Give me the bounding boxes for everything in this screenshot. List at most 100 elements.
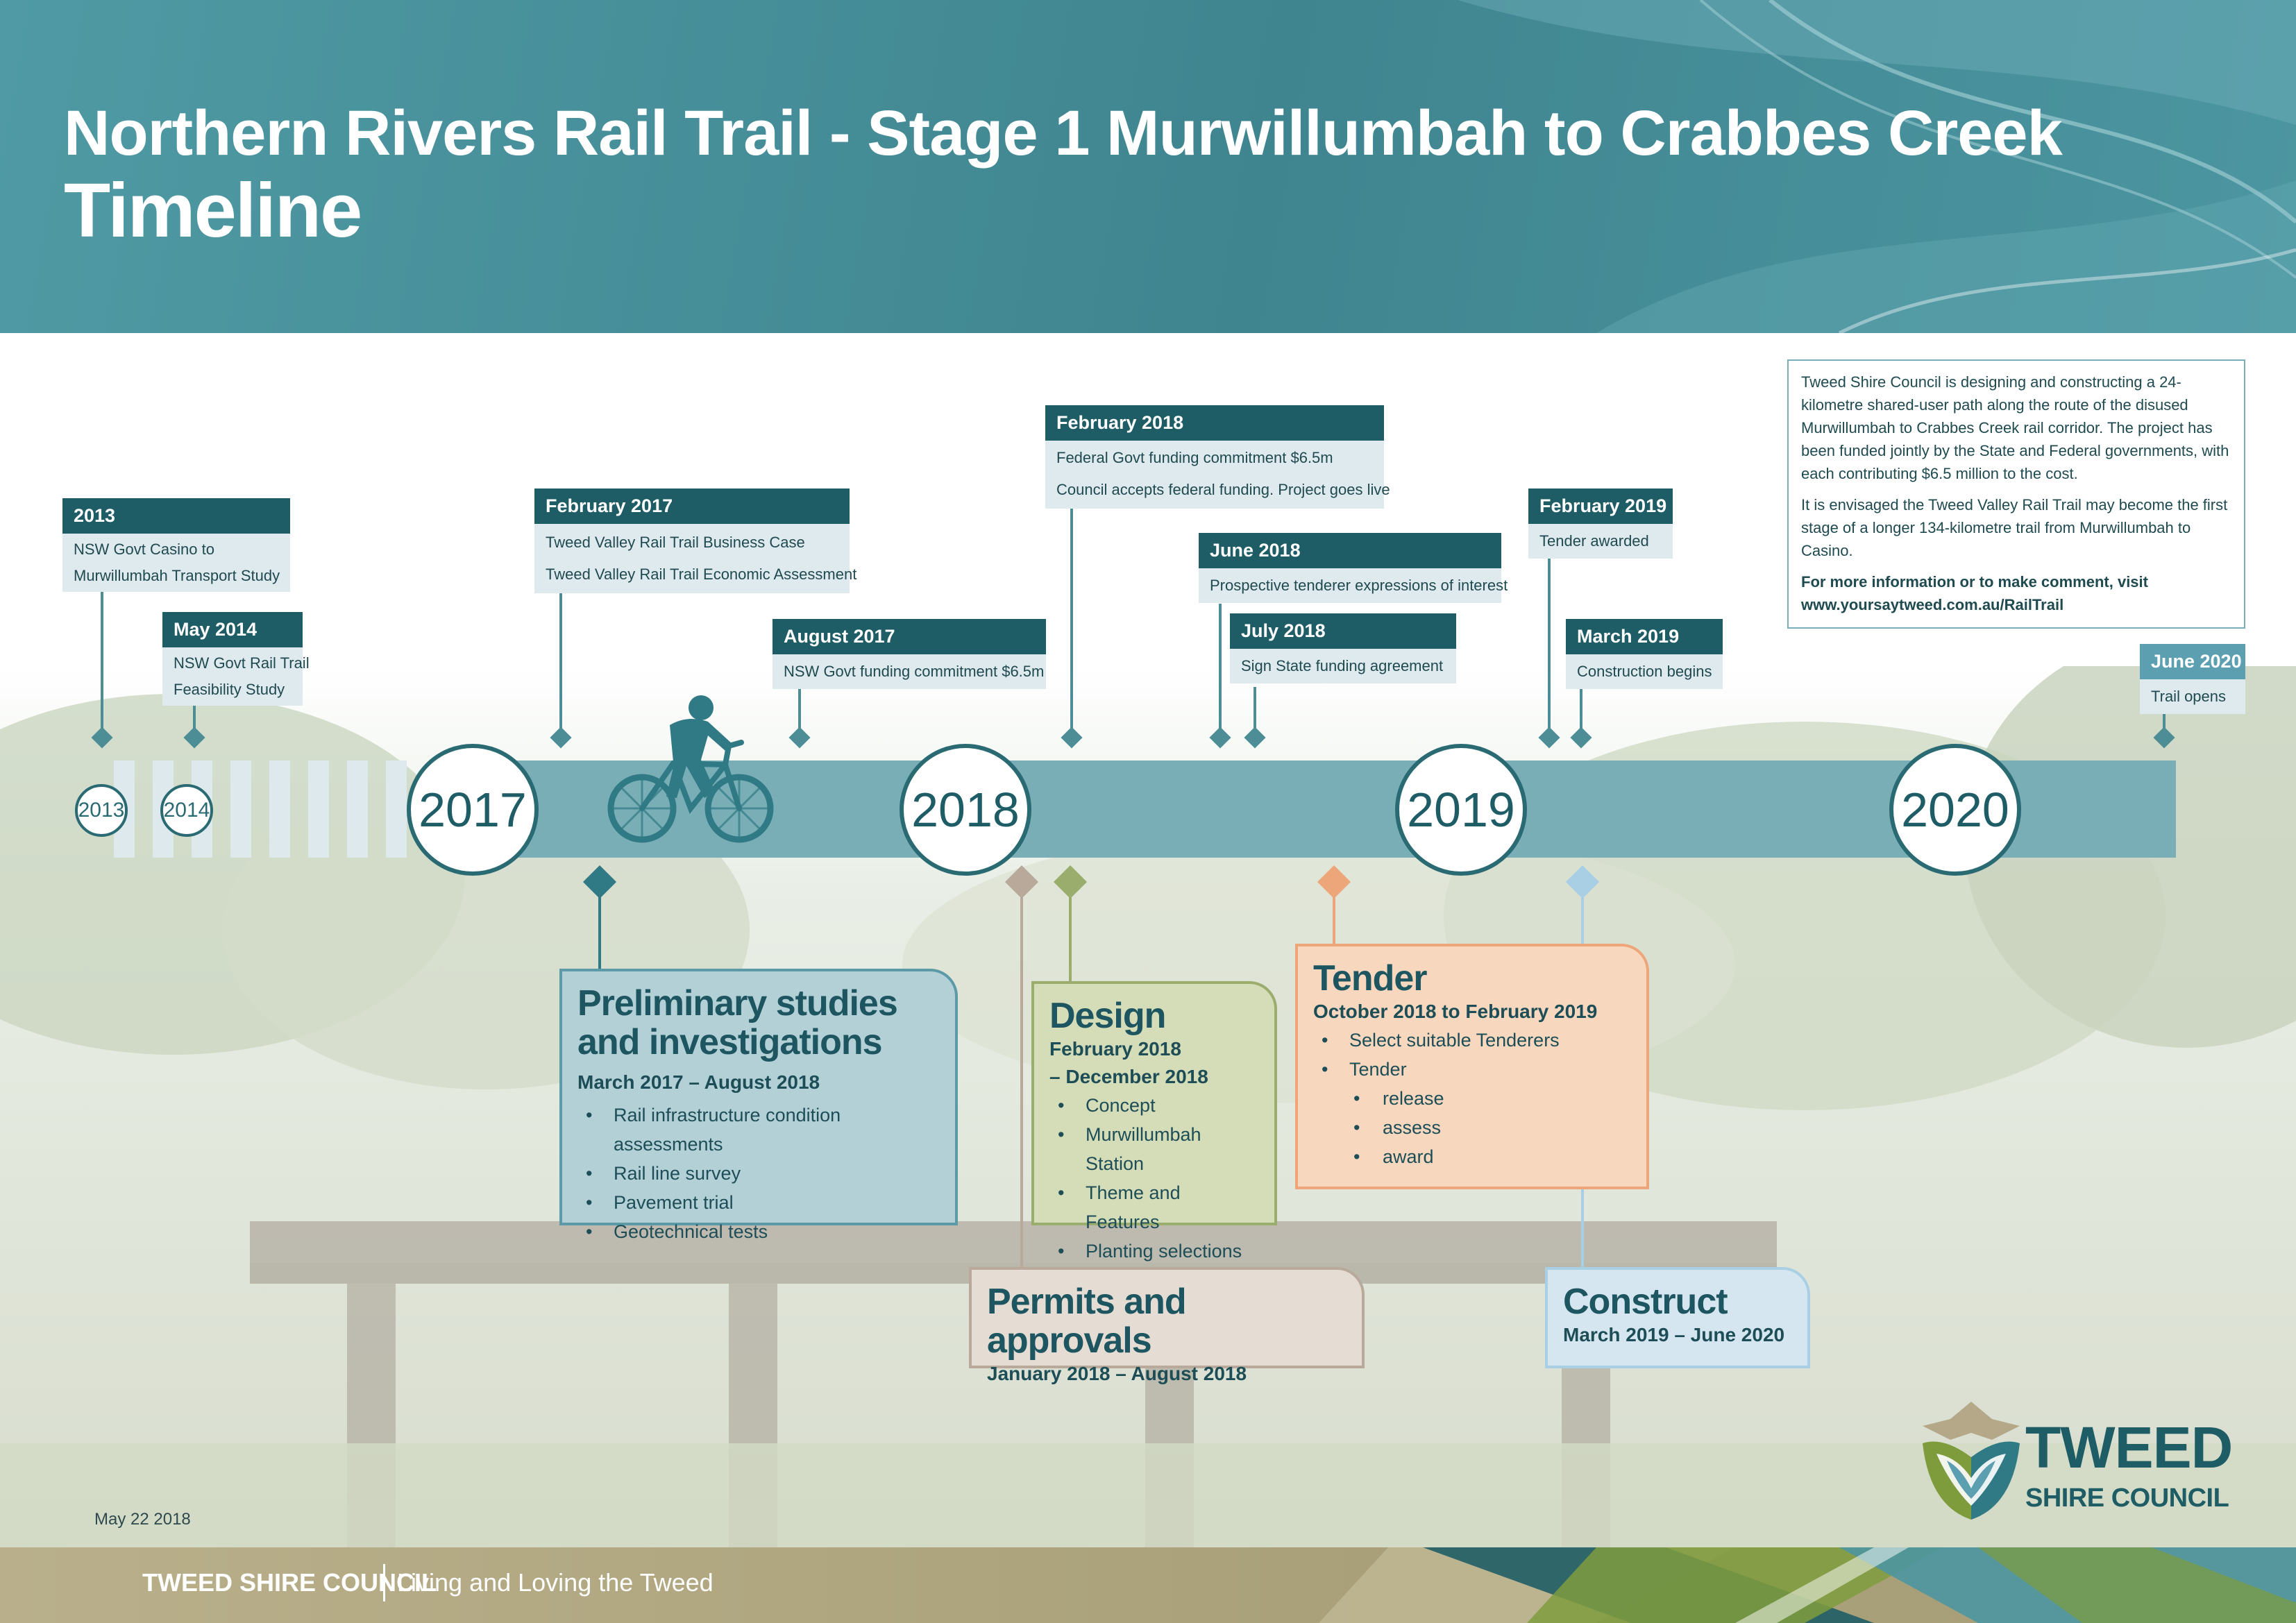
phase-permits-approvals: Permits and approvals January 2018 – Aug…: [969, 1267, 1365, 1384]
list-item: Select suitable Tenderers: [1313, 1026, 1631, 1055]
phase-date-range: March 2019 – June 2020: [1563, 1324, 1785, 1345]
year-circle-2018: 2018: [900, 744, 1031, 876]
event-text: NSW Govt Rail Trail: [162, 647, 310, 679]
event-jun-2020: June 2020 Trail opens: [2140, 644, 2245, 714]
header-banner: Northern Rivers Rail Trail - Stage 1 Mur…: [0, 0, 2296, 333]
phase-title: and investigations: [577, 1022, 883, 1062]
event-date: May 2014: [162, 612, 303, 647]
event-jul-2018: July 2018 Sign State funding agreement: [1230, 613, 1456, 683]
phase-tender: Tender October 2018 to February 2019 Sel…: [1295, 944, 1649, 1189]
phase-task-list: Concept Murwillumbah Station Theme and F…: [1049, 1091, 1259, 1266]
phase-title: Tender: [1313, 958, 1428, 999]
event-stem-feb-2017: [559, 590, 562, 736]
event-date: February 2017: [534, 488, 850, 524]
year-circle-2020: 2020: [1889, 744, 2021, 876]
publish-date: May 22 2018: [94, 1510, 191, 1529]
footer-separator: [383, 1564, 385, 1601]
list-subitem: assess: [1313, 1113, 1631, 1142]
phase-stem-prelim: [598, 891, 601, 969]
phase-title: Permits and approvals: [987, 1282, 1187, 1361]
footer-tagline: Living and Loving the Tweed: [397, 1568, 714, 1597]
event-jun-2018: June 2018 Prospective tenderer expressio…: [1199, 533, 1508, 603]
phase-title: Construct: [1563, 1282, 1728, 1322]
project-info-box: Tweed Shire Council is designing and con…: [1787, 359, 2245, 629]
phase-stem-tender: [1333, 891, 1335, 944]
event-text: Prospective tenderer expressions of inte…: [1199, 568, 1508, 603]
event-stem-aug-2017: [798, 687, 801, 736]
year-circle-2017: 2017: [407, 744, 539, 876]
phase-preliminary-studies: Preliminary studies and investigations M…: [559, 969, 958, 1246]
phase-date-range: February 2018: [1049, 1038, 1181, 1060]
event-text: NSW Govt funding commitment $6.5m: [773, 654, 1046, 689]
phase-task-list: Rail infrastructure condition assessment…: [577, 1101, 940, 1246]
event-date: June 2018: [1199, 533, 1501, 568]
list-item: Geotechnical tests: [577, 1217, 940, 1246]
event-stem-jun-2020: [2163, 708, 2166, 736]
timeline-stripe: [386, 760, 407, 858]
footer-decoration: [1319, 1547, 2296, 1623]
phase-stem-permits: [1020, 891, 1023, 1270]
event-text: Sign State funding agreement: [1230, 649, 1456, 683]
list-item: Murwillumbah Station: [1049, 1120, 1259, 1178]
event-text: Trail opens: [2140, 679, 2245, 714]
phase-date-range: October 2018 to February 2019: [1313, 1001, 1598, 1022]
list-item: Rail infrastructure condition assessment…: [577, 1101, 940, 1159]
year-circle-2019: 2019: [1395, 744, 1527, 876]
info-paragraph-1: Tweed Shire Council is designing and con…: [1801, 373, 2229, 482]
cyclist-icon: [607, 695, 774, 843]
event-text: Federal Govt funding commitment $6.5m: [1045, 441, 1384, 477]
event-text: Tweed Valley Rail Trail Business Case: [534, 524, 850, 561]
event-date: August 2017: [773, 619, 1046, 654]
event-feb-2018: February 2018 Federal Govt funding commi…: [1045, 405, 1390, 509]
event-text: Tweed Valley Rail Trail Economic Assessm…: [534, 561, 856, 593]
event-date: 2013: [62, 498, 290, 534]
event-mar-2019: March 2019 Construction begins: [1566, 619, 1723, 689]
event-stem-2014: [193, 694, 196, 736]
logo-subtext: SHIRE COUNCIL: [2025, 1484, 2229, 1513]
event-stem-jul-2018: [1253, 687, 1256, 736]
footer-bar: TWEED SHIRE COUNCIL Living and Loving th…: [0, 1547, 2296, 1623]
logo-wordmark: TWEED: [2025, 1415, 2233, 1480]
event-date: March 2019: [1566, 619, 1723, 654]
phase-construct: Construct March 2019 – June 2020: [1545, 1267, 1810, 1368]
info-paragraph-2: It is envisaged the Tweed Valley Rail Tr…: [1801, 496, 2228, 559]
event-stem-feb-2018: [1070, 507, 1073, 736]
timeline-stripe: [230, 760, 251, 858]
phase-date-range: January 2018 – August 2018: [987, 1363, 1247, 1384]
event-stem-jun-2018: [1219, 604, 1222, 736]
phase-date-range: – December 2018: [1049, 1066, 1208, 1087]
list-item: Tender: [1313, 1055, 1631, 1084]
page-subtitle: Timeline: [64, 168, 362, 253]
info-paragraph-3: For more information or to make comment,…: [1801, 573, 2148, 613]
list-item: Rail line survey: [577, 1159, 940, 1188]
timeline-stripe: [308, 760, 329, 858]
list-subitem: award: [1313, 1142, 1631, 1171]
event-date: July 2018: [1230, 613, 1456, 649]
timeline-stripe: [347, 760, 368, 858]
event-text: Feasibility Study: [162, 679, 303, 706]
phase-stem-design: [1069, 891, 1072, 981]
event-aug-2017: August 2017 NSW Govt funding commitment …: [773, 619, 1046, 689]
event-feb-2019: February 2019 Tender awarded: [1528, 488, 1673, 559]
event-text: Murwillumbah Transport Study: [62, 566, 290, 592]
tweed-logo-icon: [1923, 1402, 2020, 1520]
phase-title: Preliminary studies: [577, 983, 898, 1023]
list-item: Planting selections: [1049, 1237, 1259, 1266]
event-date: February 2019: [1528, 488, 1673, 524]
phase-design: Design February 2018 – December 2018 Con…: [1031, 981, 1277, 1266]
event-date: June 2020: [2140, 644, 2245, 679]
event-stem-mar-2019: [1580, 687, 1582, 736]
year-circle-2014: 2014: [160, 784, 213, 837]
event-date: February 2018: [1045, 405, 1384, 441]
event-stem-feb-2019: [1548, 555, 1551, 736]
event-text: Tender awarded: [1528, 524, 1673, 559]
event-text: NSW Govt Casino to: [62, 534, 290, 566]
list-item: Concept: [1049, 1091, 1259, 1120]
phase-task-list: Select suitable Tenderers Tender release…: [1313, 1026, 1631, 1171]
event-text: Council accepts federal funding. Project…: [1045, 477, 1390, 509]
event-stem-2013: [101, 583, 103, 736]
list-subitem: release: [1313, 1084, 1631, 1113]
list-item: Pavement trial: [577, 1188, 940, 1217]
timeline-stripe: [269, 760, 290, 858]
year-circle-2013: 2013: [75, 784, 128, 837]
